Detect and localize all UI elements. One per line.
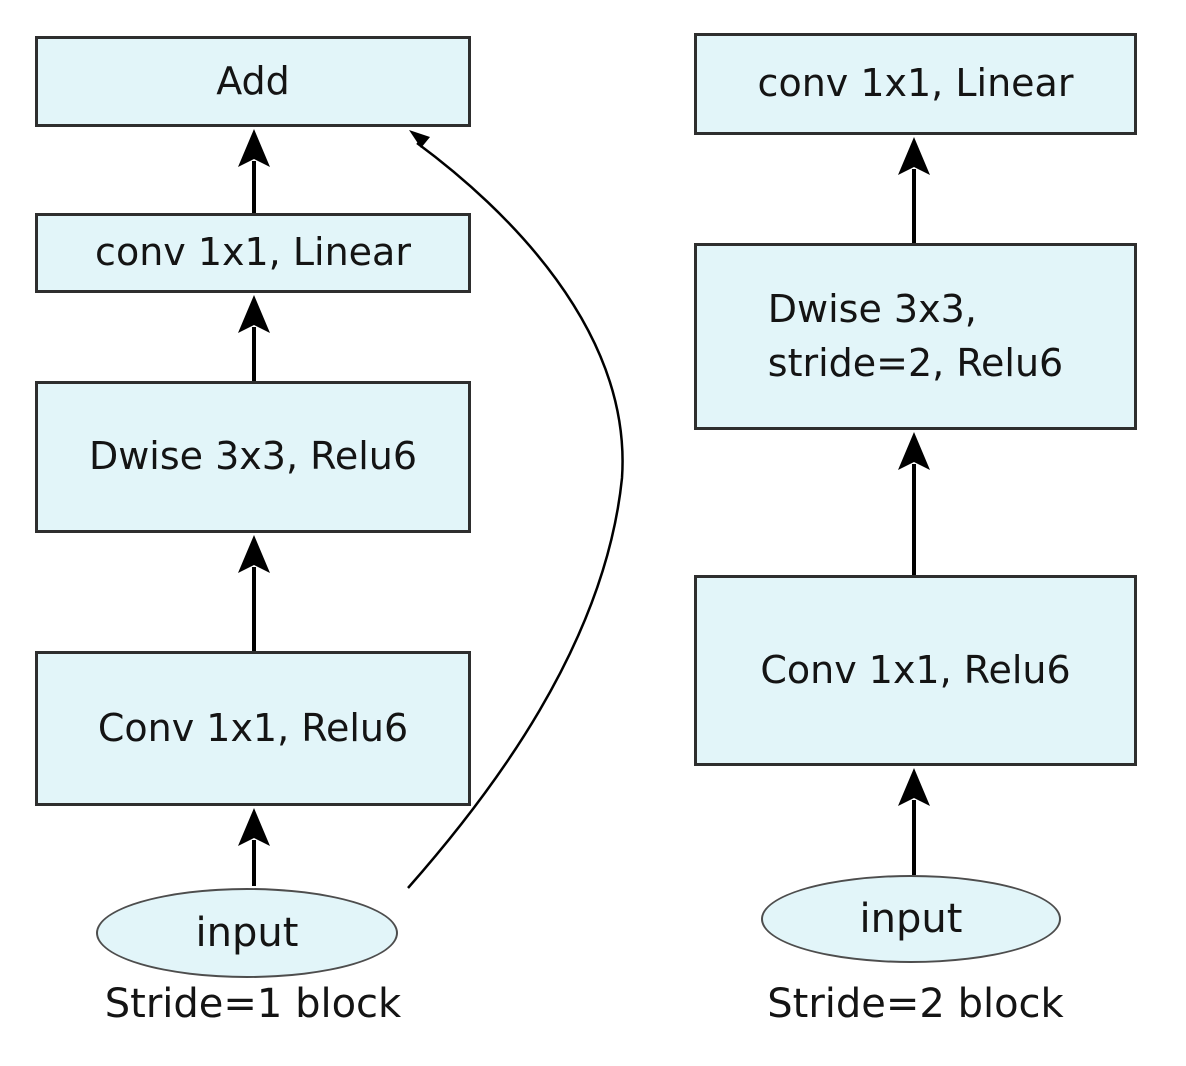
caption-stride1-block: Stride=1 block	[104, 981, 402, 1027]
node-input-right-label: input	[859, 896, 963, 942]
node-add-label: Add	[216, 58, 290, 103]
dwise-stride2-line2: stride=2, Relu6	[767, 340, 1064, 385]
node-input-left: input	[96, 888, 398, 978]
node-conv1x1-relu6-left: Conv 1x1, Relu6	[35, 651, 471, 806]
node-conv1x1-linear-right: conv 1x1, Linear	[694, 33, 1137, 135]
arrow-convrelu2-to-dwise2	[898, 432, 930, 575]
node-input-left-label: input	[195, 910, 299, 956]
arrow-convrelu-to-dwise	[238, 535, 270, 651]
caption-stride2-block: Stride=2 block	[767, 981, 1064, 1027]
node-dwise3x3-relu6-label: Dwise 3x3, Relu6	[88, 434, 418, 479]
arrow-input-to-convrelu	[238, 808, 270, 886]
node-dwise3x3-relu6: Dwise 3x3, Relu6	[35, 381, 471, 533]
node-conv1x1-relu6-left-label: Conv 1x1, Relu6	[97, 705, 409, 750]
node-conv1x1-linear-right-label: conv 1x1, Linear	[757, 61, 1074, 106]
arrow-dwise-to-convlinear	[238, 295, 270, 381]
node-input-right: input	[761, 875, 1061, 963]
node-dwise3x3-stride2-relu6-label: Dwise 3x3, stride=2, Relu6	[768, 283, 1063, 391]
arrow-convlinear-to-add	[238, 129, 270, 213]
node-conv1x1-linear-left-label: conv 1x1, Linear	[95, 230, 411, 275]
node-add: Add	[35, 36, 471, 127]
node-conv1x1-linear-left: conv 1x1, Linear	[35, 213, 471, 293]
dwise-stride2-line1: Dwise 3x3,	[767, 286, 977, 331]
arrow-input2-to-convrelu2	[898, 768, 930, 875]
node-conv1x1-relu6-right-label: Conv 1x1, Relu6	[760, 647, 1071, 692]
node-dwise3x3-stride2-relu6: Dwise 3x3, stride=2, Relu6	[694, 243, 1137, 430]
node-conv1x1-relu6-right: Conv 1x1, Relu6	[694, 575, 1137, 766]
arrow-dwise2-to-convlinear2	[898, 137, 930, 243]
